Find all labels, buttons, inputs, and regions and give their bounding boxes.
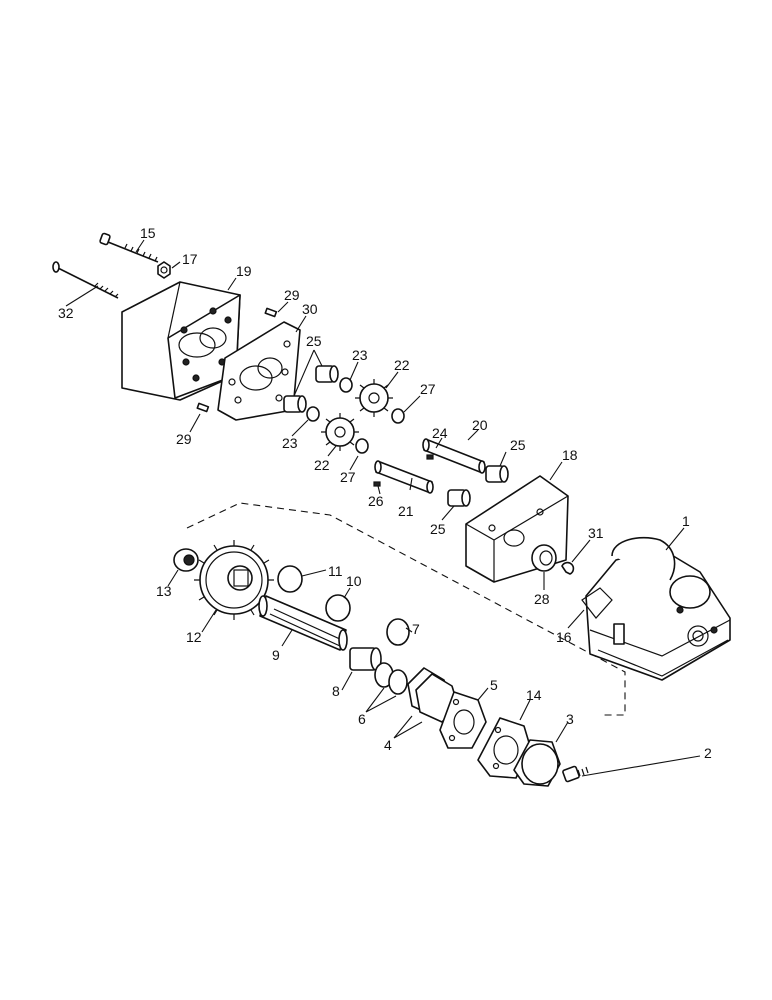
bushing-25-right-lower — [447, 489, 471, 507]
callout-5: 5 — [490, 677, 498, 693]
cover-3 — [513, 739, 561, 787]
callout-22-upper: 22 — [394, 357, 410, 373]
pin-29-lower — [196, 402, 210, 413]
callout-12: 12 — [186, 629, 202, 645]
callout-25-right: 25 — [510, 437, 526, 453]
callout-30: 30 — [302, 301, 318, 317]
callout-11: 11 — [328, 563, 343, 579]
callout-6: 6 — [358, 711, 366, 727]
gear-12 — [194, 540, 274, 620]
screw-15 — [99, 232, 159, 263]
assembly-centerline — [186, 502, 626, 716]
callout-29-upper: 29 — [284, 287, 300, 303]
nut-17 — [157, 261, 171, 279]
key-26 — [373, 481, 381, 487]
callout-21: 21 — [398, 503, 414, 519]
callout-22-lower: 22 — [314, 457, 330, 473]
washer-27-upper — [391, 408, 405, 424]
seal-28 — [531, 544, 557, 572]
callout-1: 1 — [682, 513, 690, 529]
pump-body-19 — [121, 281, 241, 401]
gasket-16 — [581, 587, 613, 619]
leader-lines — [65, 239, 701, 777]
ring-23-upper — [339, 377, 353, 393]
ring-10 — [325, 594, 351, 622]
callout-24: 24 — [432, 425, 448, 441]
bearing-13 — [173, 548, 199, 572]
callout-17: 17 — [182, 251, 198, 267]
callout-9: 9 — [272, 647, 280, 663]
drive-shaft-9 — [258, 595, 348, 651]
callout-28: 28 — [534, 591, 550, 607]
callout-labels: 15 17 19 32 29 30 25 23 22 27 29 23 22 2… — [58, 225, 712, 761]
callout-31: 31 — [588, 525, 604, 541]
plate-5 — [439, 691, 487, 749]
washer-27-lower — [355, 438, 369, 454]
housing-1 — [585, 536, 731, 681]
callout-23-upper: 23 — [352, 347, 368, 363]
gear-22-lower — [321, 413, 359, 451]
callout-19: 19 — [236, 263, 252, 279]
callout-20: 20 — [472, 417, 488, 433]
callout-29-lower: 29 — [176, 431, 192, 447]
pin-29-upper — [264, 307, 278, 318]
callout-3: 3 — [566, 711, 574, 727]
callout-10: 10 — [346, 573, 362, 589]
ring-6-b — [388, 669, 408, 695]
callout-16: 16 — [556, 629, 572, 645]
ring-23-lower — [306, 406, 320, 422]
callout-23-lower: 23 — [282, 435, 298, 451]
shaft-20 — [422, 438, 486, 474]
key-24 — [426, 454, 434, 460]
screw-2 — [562, 765, 589, 783]
bushing-25-upper — [315, 365, 339, 383]
callout-18: 18 — [562, 447, 578, 463]
shaft-21 — [374, 460, 434, 494]
callout-2: 2 — [704, 745, 712, 761]
callout-4: 4 — [384, 737, 392, 753]
callout-25-lower: 25 — [430, 521, 446, 537]
callout-26: 26 — [368, 493, 384, 509]
callout-25-left: 25 — [306, 333, 322, 349]
gear-22-upper — [355, 379, 393, 417]
clip-31 — [561, 561, 575, 575]
bearing-8 — [349, 647, 382, 671]
long-bolt-32 — [52, 261, 119, 299]
callout-14: 14 — [526, 687, 542, 703]
callout-32: 32 — [58, 305, 74, 321]
callout-8: 8 — [332, 683, 340, 699]
ring-11 — [277, 565, 303, 593]
callout-27-upper: 27 — [420, 381, 436, 397]
bushing-25-right-upper — [485, 465, 509, 483]
ring-7 — [386, 618, 410, 646]
callout-7: 7 — [412, 621, 420, 637]
callout-15: 15 — [140, 225, 156, 241]
bushing-25-lower — [283, 395, 307, 413]
callout-27-lower: 27 — [340, 469, 356, 485]
callout-13: 13 — [156, 583, 172, 599]
